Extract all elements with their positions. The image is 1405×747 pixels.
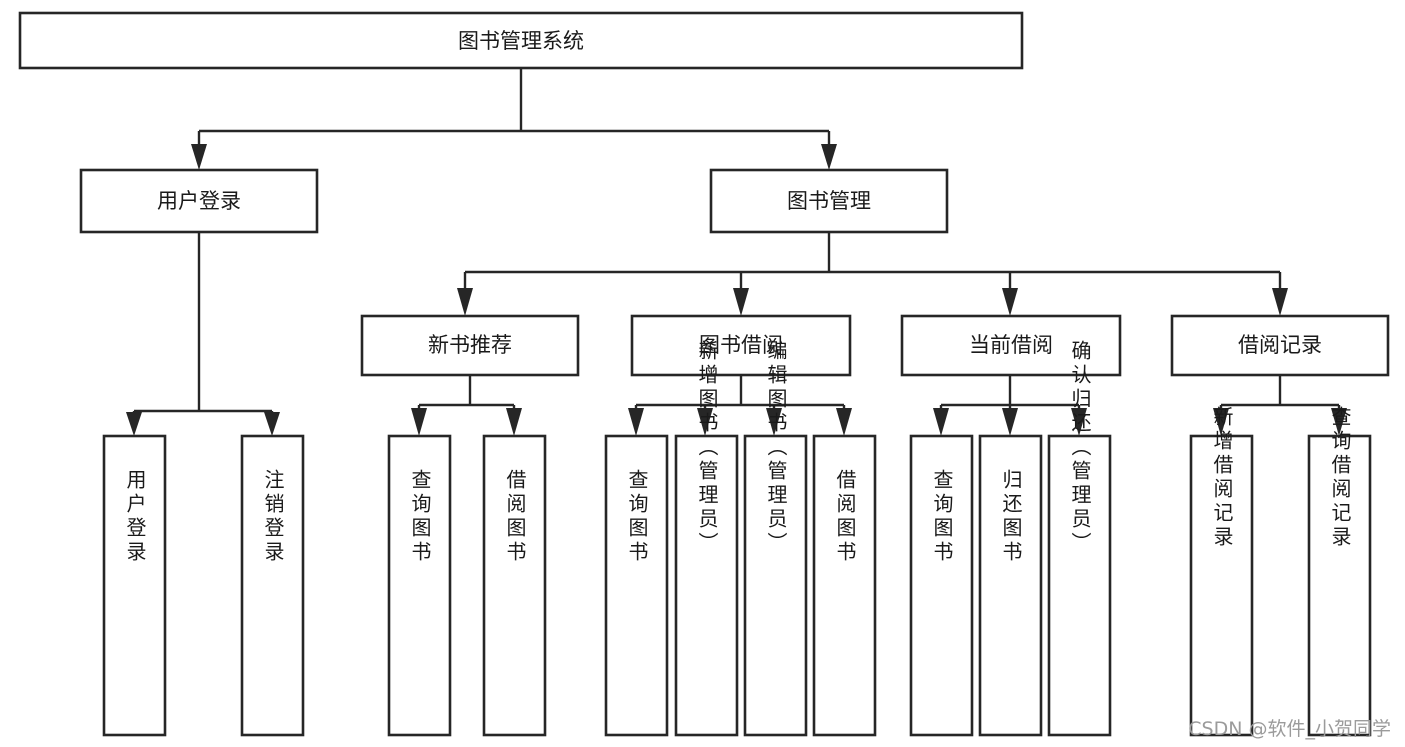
arrow-to-book-manage [821,144,837,170]
node-leaf-return-book-label: 归还图书 [999,469,1023,565]
node-user-login-label: 用户登录 [157,189,241,213]
node-leaf-add-book-admin[interactable]: 新增图书（管理员） [674,340,739,737]
node-leaf-borrow-book-2[interactable]: 借阅图书 [812,434,877,737]
connector-group-book-manage [457,232,1288,316]
node-book-borrow-label: 图书借阅 [699,333,783,357]
connector-group-book-borrow [628,375,852,436]
node-leaf-logout-label: 注销登录 [261,469,285,565]
node-leaf-query-book-3[interactable]: 查询图书 [909,434,974,737]
arrow-to-book-borrow [733,288,749,316]
node-borrow-record-box[interactable] [1170,314,1390,377]
connector-group-user-login [126,232,280,436]
node-leaf-add-book-admin-label: 新增图书（管理员） [695,340,719,556]
node-book-manage-box[interactable] [709,168,949,234]
arrow-leaf-add-record [1213,408,1229,436]
node-leaf-query-record-label: 查询借阅记录 [1328,406,1352,550]
watermark-text: CSDN @软件_小贺同学 [1188,718,1391,740]
arrow-leaf-query-book-1 [411,408,427,436]
arrow-leaf-add-book-admin [697,408,713,436]
node-leaf-query-book-1[interactable]: 查询图书 [387,434,452,737]
node-book-borrow-box[interactable] [630,314,852,377]
node-leaf-borrow-book-1[interactable]: 借阅图书 [482,434,547,737]
node-leaf-edit-book-admin-label: 编辑图书（管理员） [764,340,788,556]
arrow-to-user-login [191,144,207,170]
node-leaf-logout-box[interactable] [240,434,305,737]
node-leaf-query-record-box[interactable] [1307,434,1372,737]
arrow-to-new-book-rec [457,288,473,316]
node-root[interactable]: 图书管理系统 [18,11,1024,70]
node-leaf-borrow-book-2-label: 借阅图书 [833,469,857,565]
node-current-borrow-label: 当前借阅 [969,333,1053,357]
node-leaf-add-record-label: 新增借阅记录 [1210,406,1234,550]
node-leaf-add-record-box[interactable] [1189,434,1254,737]
node-root-box[interactable] [18,11,1024,70]
node-borrow-record-label: 借阅记录 [1238,333,1322,357]
node-leaf-query-book-3-label: 查询图书 [930,469,954,565]
node-book-manage-label: 图书管理 [787,189,871,213]
arrow-leaf-query-record [1331,408,1347,436]
node-leaf-return-book-box[interactable] [978,434,1043,737]
node-book-borrow[interactable]: 图书借阅 [630,314,852,377]
node-new-book-rec-box[interactable] [360,314,580,377]
node-borrow-record[interactable]: 借阅记录 [1170,314,1390,377]
arrow-leaf-borrow-book-1 [506,408,522,436]
arrow-leaf-query-book-2 [628,408,644,436]
connector-group-current-borrow [933,375,1087,436]
node-leaf-query-book-2[interactable]: 查询图书 [604,434,669,737]
node-leaf-edit-book-admin-box[interactable] [743,434,808,737]
node-leaf-borrow-book-2-box[interactable] [812,434,877,737]
node-leaf-logout[interactable]: 注销登录 [240,434,305,737]
node-current-borrow[interactable]: 当前借阅 [900,314,1122,377]
node-leaf-add-record[interactable]: 新增借阅记录 [1189,406,1254,737]
arrow-leaf-borrow-book-2 [836,408,852,436]
node-root-label: 图书管理系统 [458,29,584,53]
node-user-login-box[interactable] [79,168,319,234]
arrow-leaf-user-login [126,412,142,436]
node-leaf-borrow-book-1-label: 借阅图书 [503,469,527,565]
node-leaf-return-book[interactable]: 归还图书 [978,434,1043,737]
arrow-leaf-query-book-3 [933,408,949,436]
node-book-manage[interactable]: 图书管理 [709,168,949,234]
arrow-leaf-confirm-return [1071,408,1087,436]
node-leaf-edit-book-admin[interactable]: 编辑图书（管理员） [743,340,808,737]
node-leaf-query-book-3-box[interactable] [909,434,974,737]
node-leaf-query-book-2-label: 查询图书 [625,469,649,565]
node-leaf-user-login[interactable]: 用户登录 [102,434,167,737]
node-leaf-confirm-return-admin-box[interactable] [1047,434,1112,737]
connector-group-new-book-rec [411,375,522,436]
node-leaf-query-record[interactable]: 查询借阅记录 [1307,406,1372,737]
node-leaf-confirm-return-admin[interactable]: 确认归还（管理员） [1047,340,1112,737]
node-leaf-query-book-2-box[interactable] [604,434,669,737]
node-current-borrow-box[interactable] [900,314,1122,377]
arrow-leaf-edit-book-admin [766,408,782,436]
node-leaf-add-book-admin-box[interactable] [674,434,739,737]
arrow-to-current-borrow [1002,288,1018,316]
node-user-login[interactable]: 用户登录 [79,168,319,234]
node-leaf-confirm-return-admin-label: 确认归还（管理员） [1068,340,1092,556]
node-leaf-query-book-1-box[interactable] [387,434,452,737]
node-new-book-rec-label: 新书推荐 [428,333,512,357]
node-leaf-user-login-box[interactable] [102,434,167,737]
node-new-book-rec[interactable]: 新书推荐 [360,314,580,377]
node-leaf-borrow-book-1-box[interactable] [482,434,547,737]
connector-group-borrow-record [1213,375,1347,436]
connector-group-root [191,68,837,170]
arrow-leaf-return-book [1002,408,1018,436]
arrow-leaf-logout [264,412,280,436]
node-leaf-user-login-label: 用户登录 [123,469,147,565]
node-leaf-query-book-1-label: 查询图书 [408,469,432,565]
arrow-to-borrow-record [1272,288,1288,316]
